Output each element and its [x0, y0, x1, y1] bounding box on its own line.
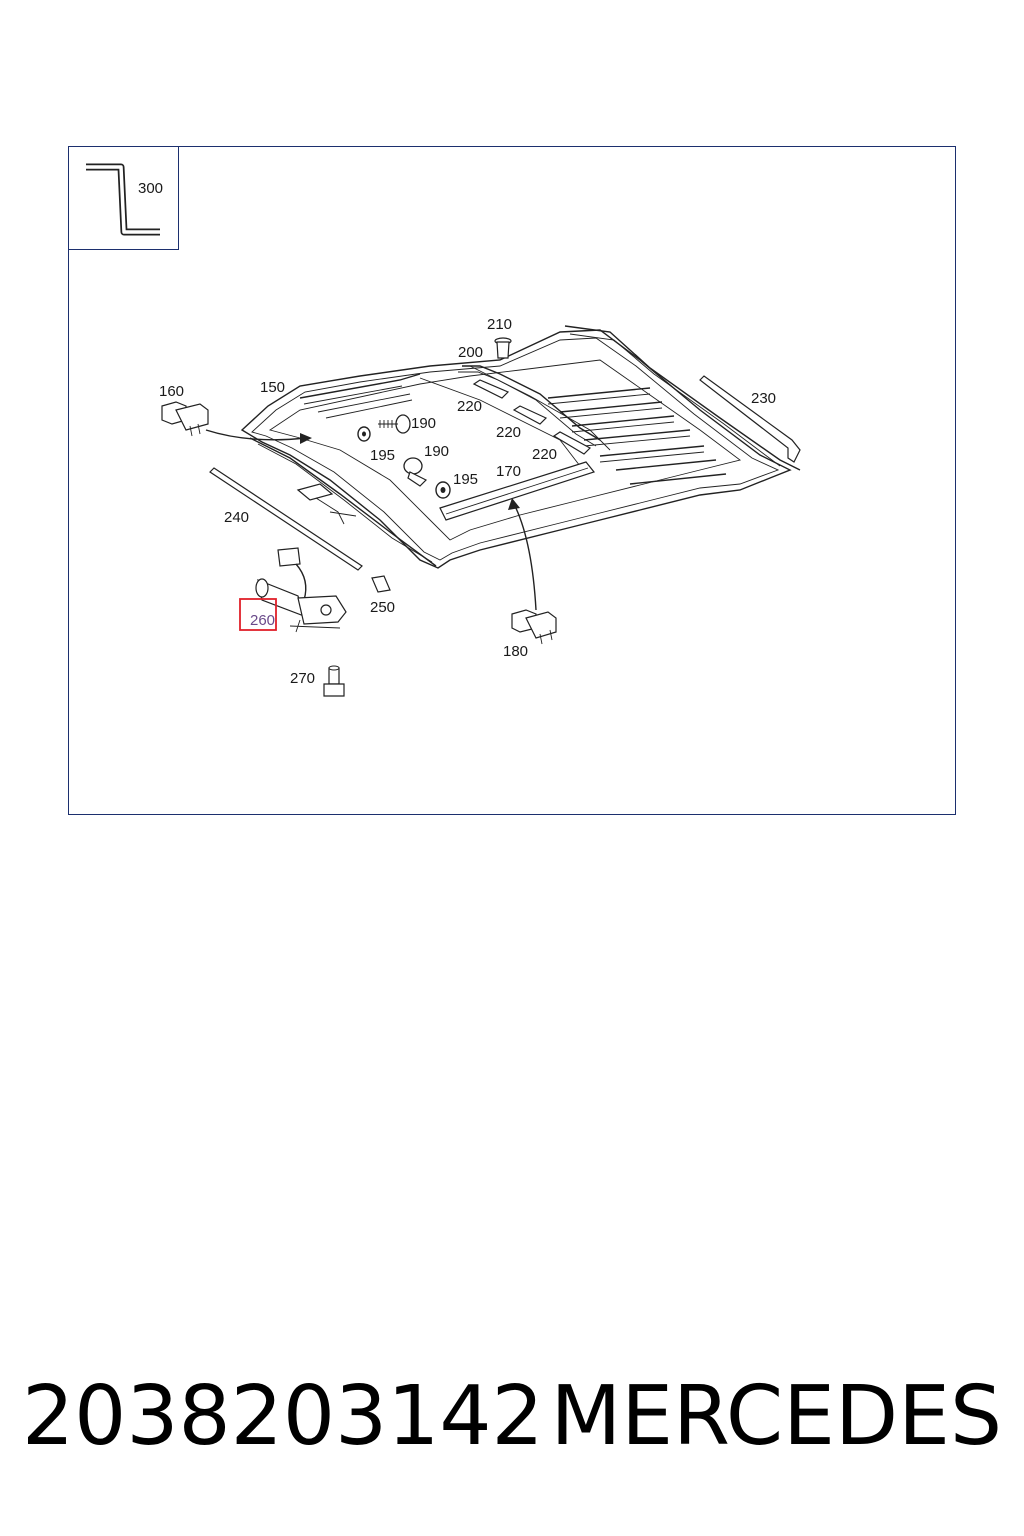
label-195a[interactable]: 195 — [370, 447, 395, 464]
screw-190-b — [403, 457, 428, 487]
label-220a[interactable]: 220 — [457, 398, 482, 415]
inset-box-part-300 — [68, 146, 179, 250]
label-240[interactable]: 240 — [224, 509, 249, 526]
highlight-box-260 — [239, 598, 277, 631]
drive-unit — [296, 483, 357, 525]
rivet-210 — [494, 337, 512, 359]
seal-strip-230 — [699, 375, 801, 463]
washer-195-a — [357, 426, 371, 442]
clip-160 — [161, 401, 209, 437]
label-210[interactable]: 210 — [487, 316, 512, 333]
label-220b[interactable]: 220 — [496, 424, 521, 441]
motor-260 — [255, 547, 347, 633]
brand-name: MERCEDES — [550, 1369, 1002, 1464]
pads-220 — [472, 379, 591, 455]
label-270[interactable]: 270 — [290, 670, 315, 687]
part-number: 2038203142 — [22, 1369, 544, 1464]
label-180[interactable]: 180 — [503, 643, 528, 660]
hex-key-300 — [86, 163, 160, 236]
label-250[interactable]: 250 — [370, 599, 395, 616]
label-230[interactable]: 230 — [751, 390, 776, 407]
diagram-frame — [68, 146, 956, 815]
arrow-180 — [513, 503, 537, 611]
label-200[interactable]: 200 — [458, 344, 483, 361]
washer-195-b — [435, 481, 451, 499]
sunroof-frame — [240, 325, 801, 569]
label-195b[interactable]: 195 — [453, 471, 478, 488]
screw-190-a — [378, 414, 411, 434]
clip-180 — [511, 609, 557, 645]
label-160[interactable]: 160 — [159, 383, 184, 400]
label-260[interactable]: 260 — [250, 612, 275, 629]
label-220c[interactable]: 220 — [532, 446, 557, 463]
pin-270 — [323, 665, 345, 697]
footer: 2038203142 MERCEDES — [0, 1362, 1024, 1472]
label-150[interactable]: 150 — [260, 379, 285, 396]
clip-250 — [371, 575, 391, 593]
label-190a[interactable]: 190 — [411, 415, 436, 432]
label-190b[interactable]: 190 — [424, 443, 449, 460]
arrow-160 — [205, 429, 307, 441]
strip-240 — [209, 467, 363, 571]
label-170[interactable]: 170 — [496, 463, 521, 480]
label-300[interactable]: 300 — [138, 180, 163, 197]
